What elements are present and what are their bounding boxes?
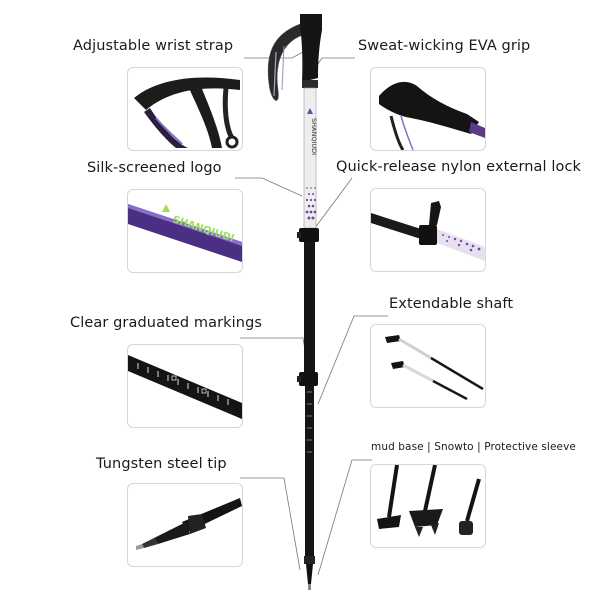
label-accessories: mud base | Snowto | Protective sleeve [371, 441, 576, 453]
detail-box-lock [370, 188, 486, 272]
leader-accessories [317, 459, 372, 576]
pole-tip-collar [304, 556, 315, 564]
logo-image: SHANQIUDI [128, 204, 242, 262]
pole-dot-pattern [305, 187, 317, 220]
label-shaft: Extendable shaft [389, 296, 514, 312]
pole-graduations [307, 391, 312, 453]
label-strap: Adjustable wrist strap [73, 38, 234, 54]
pole-lower-section [305, 386, 314, 556]
pole-strap [267, 21, 307, 101]
label-grip: Sweat-wicking EVA grip [358, 38, 531, 54]
markings-image [128, 355, 242, 419]
pole-lock-lower [299, 372, 318, 386]
tip-image [136, 498, 242, 550]
detail-box-strap [127, 67, 243, 151]
leader-tip [240, 477, 301, 571]
label-markings: Clear graduated markings [70, 315, 263, 331]
detail-box-markings [127, 344, 243, 428]
pole-middle-section [304, 242, 315, 374]
detail-box-grip [370, 67, 486, 151]
leader-lock [311, 177, 353, 233]
lock-image [371, 201, 485, 261]
detail-box-accessories [370, 464, 486, 548]
leader-grip [317, 57, 355, 65]
leader-logo [235, 177, 303, 197]
detail-box-logo: SHANQIUDI [127, 189, 243, 273]
strap-image [134, 77, 240, 149]
pole-lock-upper [299, 228, 319, 242]
grip-image [379, 81, 485, 150]
label-tip: Tungsten steel tip [96, 456, 227, 472]
accessories-image [377, 465, 481, 537]
pole-tip [306, 564, 313, 584]
label-lock: Quick-release nylon external lock [336, 159, 582, 175]
leader-shaft [317, 315, 388, 405]
leader-strap [244, 51, 304, 59]
shaft-image [385, 335, 484, 401]
detail-box-tip [127, 483, 243, 567]
pole-grip [300, 14, 322, 82]
detail-box-shaft [370, 324, 486, 408]
label-logo: Silk-screened logo [87, 160, 222, 176]
pole-logo-text: SHANQIUDI [310, 118, 318, 155]
